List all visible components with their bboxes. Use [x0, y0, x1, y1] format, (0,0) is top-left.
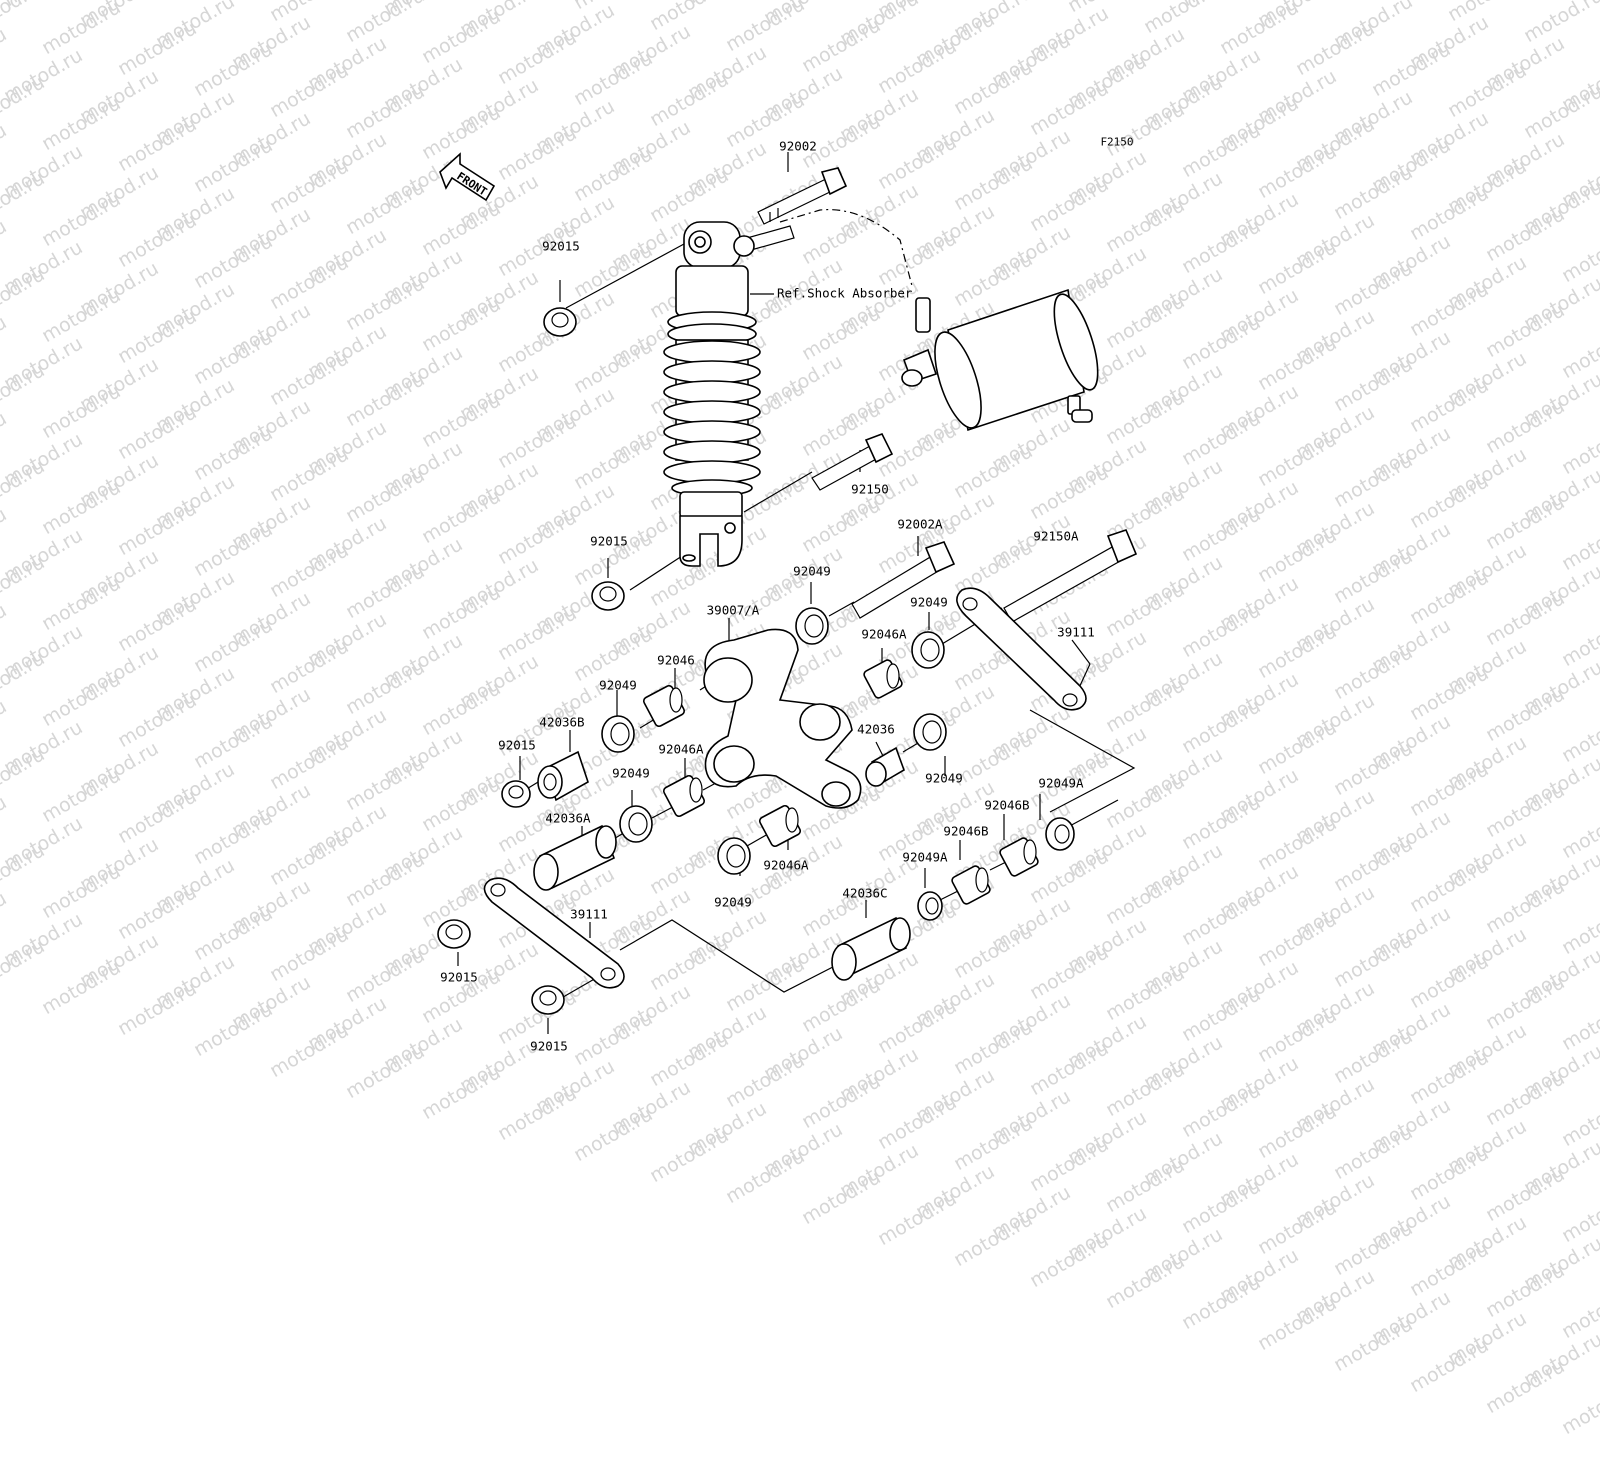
watermark-text: motod.ru	[1064, 1202, 1151, 1266]
spring-coil	[663, 400, 761, 424]
shock-spring	[663, 340, 761, 484]
collar-42036B	[537, 750, 589, 802]
exploded-parts-diagram: FRONT	[437, 152, 1138, 1034]
part-label-92046B-right: 92046B	[984, 797, 1030, 813]
seal-92049-mid-right	[913, 713, 947, 751]
part-label-92049-right: 92049	[910, 594, 948, 610]
part-label-42036C: 42036C	[842, 885, 888, 901]
bearing-92046A-mid	[662, 774, 706, 818]
part-label-92049-r2: 92049	[925, 770, 963, 786]
watermark-text: motod.ru	[1596, 1253, 1600, 1317]
part-label-92046B: 92046B	[943, 823, 989, 839]
part-label-92046: 92046	[657, 652, 695, 668]
bolt-92002A	[851, 541, 956, 619]
collar-42036	[865, 746, 905, 787]
watermark-text: motod.ru	[1026, 1229, 1113, 1293]
tie-rod-39111-right	[956, 587, 1087, 711]
front-arrow: FRONT	[439, 152, 496, 202]
watermark-text: motod.ru	[1482, 1355, 1569, 1419]
figure-code: F2150	[1100, 135, 1134, 149]
part-label-92046A-low: 92046A	[763, 857, 809, 873]
part-label-92002: 92002	[779, 138, 817, 154]
part-label-39007: 39007/A	[706, 602, 760, 618]
part-label-92150: 92150	[851, 481, 889, 497]
watermark-text: motod.ru	[1558, 1376, 1600, 1440]
seal-92049-upper	[795, 607, 829, 645]
valve-stem	[733, 225, 795, 257]
seal-92049A-right	[1045, 817, 1075, 851]
watermark-text: motod.ru	[1406, 1334, 1493, 1398]
watermark-text: motod.ru	[1368, 1286, 1455, 1350]
part-label-92049-low: 92049	[714, 894, 752, 910]
seal-92049-low	[717, 837, 751, 875]
watermark-text: motod.ru	[1406, 1238, 1493, 1302]
tie-rod-39111-left	[483, 877, 625, 989]
watermark-text: motod.ru	[1444, 1211, 1531, 1275]
part-label-42036B: 42036B	[539, 714, 585, 730]
nut-92015-bottom-left	[437, 919, 471, 949]
part-label-92015-e: 92015	[530, 1038, 568, 1054]
ref-shock-absorber-label: Ref.Shock Absorber	[777, 285, 913, 301]
bearing-92046B	[951, 865, 991, 905]
bolt-92002	[757, 167, 848, 225]
spring-coil	[663, 440, 761, 464]
spring-coil	[663, 360, 761, 384]
part-label-92150A: 92150A	[1033, 528, 1079, 544]
part-label-92015-c: 92015	[498, 737, 536, 753]
watermark-text: motod.ru	[1596, 1349, 1600, 1413]
seal-92049-mid-left	[619, 805, 653, 843]
part-label-39111-left: 39111	[570, 906, 608, 922]
part-label-42036A: 42036A	[545, 810, 591, 826]
part-label-92049-top: 92049	[793, 563, 831, 579]
watermark-text: motod.ru	[1254, 1292, 1341, 1356]
part-label-92002A: 92002A	[897, 516, 943, 532]
nut-92015-top	[543, 307, 577, 337]
bolt-92150A	[1003, 529, 1138, 623]
watermark-text: motod.ru	[1520, 1328, 1600, 1392]
part-label-92049-l1: 92049	[599, 677, 637, 693]
bearing-92046A-upper	[863, 659, 903, 699]
watermark-text: motod.ru	[1558, 1280, 1600, 1344]
watermark-text: motod.ru	[1216, 1244, 1303, 1308]
bearing-92046	[642, 684, 686, 728]
part-label-92015-d: 92015	[440, 969, 478, 985]
watermark-text: motod.ru	[1178, 1271, 1265, 1335]
seal-92049A	[917, 891, 943, 921]
seal-92049-right	[911, 631, 945, 669]
collar-42036A	[533, 824, 617, 891]
watermark-text: motod.ru	[1330, 1313, 1417, 1377]
part-label-92049-mid: 92049	[612, 765, 650, 781]
part-label-92046A-top: 92046A	[861, 626, 907, 642]
part-label-92015-a: 92015	[542, 238, 580, 254]
rocker-arm-39007	[703, 628, 862, 809]
bearing-92046A-low	[758, 804, 802, 848]
nut-92015-bottom	[531, 985, 565, 1015]
nut-92015-shock-lower	[591, 581, 625, 611]
bearing-92046B-right	[999, 837, 1039, 877]
seal-92049-left	[601, 715, 635, 753]
watermark-text: motod.ru	[1520, 1232, 1600, 1296]
shock-reservoir	[901, 288, 1099, 432]
part-label-92049A: 92049A	[902, 849, 948, 865]
collar-42036C	[831, 916, 911, 981]
spring-coil	[663, 420, 761, 444]
watermark-text: motod.ru	[1330, 1217, 1417, 1281]
watermark-text: motod.ru	[1140, 1223, 1227, 1287]
nut-92015-left	[501, 780, 531, 808]
spring-coil	[663, 380, 761, 404]
watermark-text: motod.ru	[1444, 1307, 1531, 1371]
shock-absorber	[663, 221, 761, 567]
watermark-text: motod.ru	[950, 1208, 1037, 1272]
watermark-text: motod.ru	[1102, 1250, 1189, 1314]
part-label-42036: 42036	[857, 721, 895, 737]
watermark-text: motod.ru	[1482, 1259, 1569, 1323]
spring-coil	[663, 340, 761, 364]
bolt-92150	[811, 432, 894, 491]
part-label-92046A-mid: 92046A	[658, 741, 704, 757]
watermark-text: motod.ru	[1292, 1265, 1379, 1329]
part-label-39111-right: 39111	[1057, 624, 1095, 640]
part-label-92049A-right: 92049A	[1038, 775, 1084, 791]
watermark-text: motod.ru	[1254, 1196, 1341, 1260]
part-label-92015-b: 92015	[590, 533, 628, 549]
